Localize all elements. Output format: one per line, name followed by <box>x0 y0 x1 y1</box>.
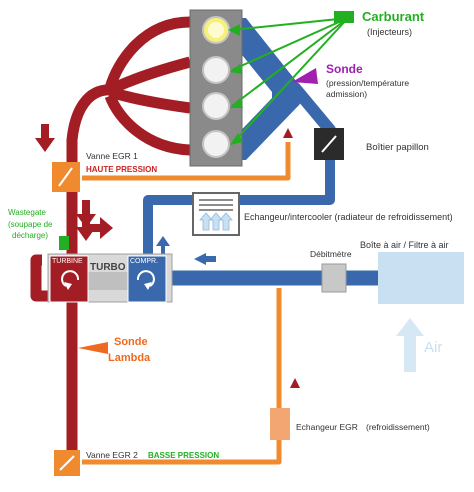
intercooler-label: Echangeur/intercooler (radiateur de refr… <box>244 212 453 222</box>
cylinder-2 <box>202 56 230 84</box>
debitmetre-box <box>321 263 347 293</box>
sonde-lambda-label-line1: Sonde <box>114 336 148 348</box>
compressor-section <box>127 255 167 303</box>
sonde-marker-icon <box>292 68 318 84</box>
wastegate-box <box>59 236 69 250</box>
fuel-arrowheads <box>228 24 243 145</box>
sonde-label: Sonde <box>326 62 363 76</box>
sonde-desc-line2: admission) <box>326 89 367 99</box>
lambda-arrow-icon <box>78 342 108 354</box>
turbine-section <box>49 255 89 303</box>
carburant-label: Carburant <box>362 9 425 24</box>
exhaust-pipes <box>30 16 192 450</box>
turbocharger <box>47 253 173 303</box>
egr-arrows <box>283 128 300 388</box>
compr-label: COMPR. <box>130 258 158 265</box>
vanne-egr1-label: Vanne EGR 1 <box>86 151 138 161</box>
exhaust-arrows <box>35 124 113 241</box>
cylinder-4 <box>202 130 230 158</box>
vanne-egr2-label: Vanne EGR 2 <box>86 450 138 460</box>
exhaust-arrow-down-1 <box>35 124 55 152</box>
injecteurs-label: (Injecteurs) <box>367 27 412 37</box>
cylinder-3 <box>202 92 230 120</box>
sonde-lambda-label-line2: Lambda <box>108 352 151 364</box>
exhaust-arrow-down-3 <box>76 213 96 241</box>
boitier-papillon-label: Boîtier papillon <box>366 142 429 153</box>
engine-block <box>189 9 243 167</box>
boite-a-air-label: Boîte à air / Filtre à air <box>360 240 449 250</box>
air-arrow-icon <box>396 318 424 372</box>
cooling-arrows-icon <box>199 212 233 231</box>
air-filter-box <box>378 252 464 304</box>
intake-manifold <box>230 18 300 160</box>
echangeur-egr-label: Echangeur EGR <box>296 422 358 432</box>
air-label: Air <box>424 339 442 356</box>
wastegate-desc-line2: décharge) <box>12 231 48 240</box>
basse-pression-label: BASSE PRESSION <box>148 451 219 460</box>
refroidissement-label: (refroidissement) <box>366 422 430 432</box>
wastegate-desc-line1: (soupape de <box>8 220 53 229</box>
wastegate-label: Wastegate <box>8 208 46 217</box>
turbo-label: TURBO <box>90 262 126 273</box>
debitmetre-label: Débitmètre <box>310 249 352 259</box>
sonde-desc-line1: (pression/température <box>326 78 409 88</box>
fuel-box <box>334 11 354 23</box>
fuel-lines <box>231 17 349 145</box>
turbine-rotation-icon <box>61 270 80 287</box>
egr1-valve <box>52 162 80 192</box>
intercooler <box>192 192 240 236</box>
turbine-label: TURBINE <box>52 258 83 265</box>
throttle-body <box>314 128 344 160</box>
egr2-valve <box>54 450 80 476</box>
haute-pression-label: HAUTE PRESSION <box>86 165 157 174</box>
compressor-rotation-icon <box>136 270 155 287</box>
intake-arrows <box>156 236 216 265</box>
egr-cooler <box>270 408 290 440</box>
